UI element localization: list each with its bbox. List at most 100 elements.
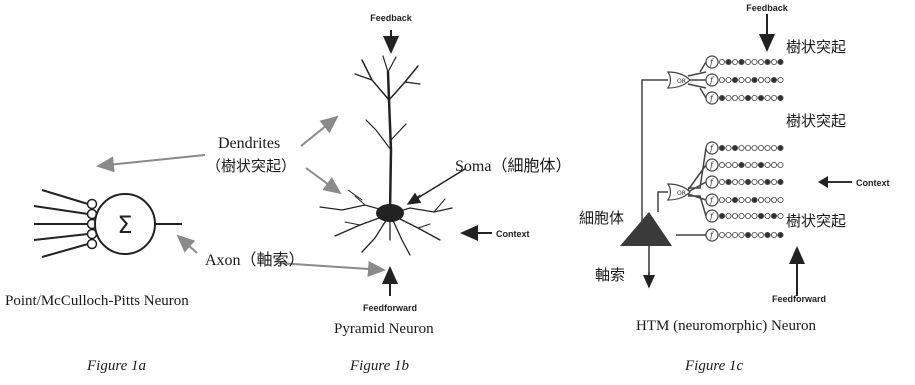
- synapse-dot: [732, 59, 739, 66]
- synapse-dot: [745, 77, 752, 84]
- threshold-glyph: f: [709, 58, 715, 67]
- or-gate-icon: [666, 183, 691, 201]
- synapse-dot: [732, 178, 739, 185]
- dendrite-label-top: 樹状突起: [786, 40, 847, 56]
- synapse-dot: [777, 231, 784, 238]
- synapse-dot: [758, 196, 765, 203]
- threshold-glyph: f: [709, 94, 715, 103]
- synapse-dot: [764, 77, 771, 84]
- synapse-dot: [771, 196, 778, 203]
- synapse-dot: [777, 196, 784, 203]
- synapse-dot: [771, 95, 778, 102]
- feedforward-label-1b: Feedforward: [363, 303, 417, 313]
- synapse-dot: [745, 178, 752, 185]
- synapse-dot: [732, 95, 739, 102]
- synapse-dot: [777, 161, 784, 168]
- synapse-dot: [771, 212, 778, 219]
- synapse-dot: [751, 231, 758, 238]
- synapse-dot: [738, 161, 745, 168]
- synapse-dot: [777, 178, 784, 185]
- synapse-dot: [764, 196, 771, 203]
- synapse-dot: [751, 196, 758, 203]
- synapse-dot: [725, 161, 732, 168]
- synapse-dot: [758, 212, 765, 219]
- synapse-dot: [732, 212, 739, 219]
- synapse-dot: [719, 161, 726, 168]
- synapse-dot: [725, 95, 732, 102]
- synapse-dot: [751, 161, 758, 168]
- htm-axon-label: 軸索: [595, 268, 626, 284]
- synapse-dot: [771, 161, 778, 168]
- synapse-dot: [764, 178, 771, 185]
- synapse-dot: [732, 161, 739, 168]
- context-label-1b: Context: [496, 229, 530, 239]
- segment-row: f: [705, 141, 784, 155]
- segment-row: f: [705, 175, 784, 189]
- synapse-dot: [758, 178, 765, 185]
- synapse-icon: [86, 198, 98, 210]
- synapse-dot: [751, 178, 758, 185]
- synapse-dot: [771, 77, 778, 84]
- synapse-dot: [719, 77, 726, 84]
- feedback-label-1c: Feedback: [746, 3, 789, 13]
- threshold-glyph: f: [709, 178, 715, 187]
- synapse-dot: [758, 161, 765, 168]
- feedback-label-1b: Feedback: [370, 13, 413, 23]
- synapse-dot: [725, 77, 732, 84]
- synapse-dot: [771, 59, 778, 66]
- or-gate-icon: [666, 71, 691, 89]
- segment-row: f: [705, 55, 784, 69]
- synapse-dot: [725, 212, 732, 219]
- synapse-dot: [745, 59, 752, 66]
- threshold-glyph: f: [709, 76, 715, 85]
- segment-row: f: [705, 158, 784, 172]
- synapse-dot: [777, 144, 784, 151]
- synapse-dot: [745, 95, 752, 102]
- synapse-dot: [725, 231, 732, 238]
- synapse-dot: [725, 144, 732, 151]
- feedforward-label-1c: Feedforward: [772, 294, 826, 304]
- synapse-dot: [777, 95, 784, 102]
- synapse-icon: [86, 238, 98, 250]
- dendrite-label-low: 樹状突起: [786, 214, 847, 230]
- synapse-dot: [745, 196, 752, 203]
- threshold-glyph: f: [709, 144, 715, 153]
- caption-1a: Point/McCulloch-Pitts Neuron: [5, 293, 189, 309]
- synapse-dot: [751, 212, 758, 219]
- caption-1b: Pyramid Neuron: [334, 321, 434, 337]
- htm-soma-label: 細胞体: [579, 211, 625, 227]
- figure-label-1a: Figure 1a: [87, 358, 147, 374]
- synapse-dot: [745, 231, 752, 238]
- synapse-dot: [777, 77, 784, 84]
- synapse-dot: [738, 196, 745, 203]
- threshold-glyph: f: [709, 231, 715, 240]
- synapse-dot: [745, 161, 752, 168]
- synapse-dot: [745, 212, 752, 219]
- figure-label-1c: Figure 1c: [685, 358, 744, 374]
- synapse-dot: [719, 95, 726, 102]
- synapse-dot: [738, 59, 745, 66]
- synapse-dot: [719, 59, 726, 66]
- synapse-dot: [738, 77, 745, 84]
- soma-body: [376, 204, 404, 222]
- svg-text:OR: OR: [677, 78, 686, 85]
- synapse-dot: [719, 196, 726, 203]
- synapse-dot: [738, 231, 745, 238]
- pyramid-neuron: [319, 55, 453, 256]
- dendrites-jp-label: （樹状突起）: [206, 159, 297, 175]
- synapse-dot: [732, 196, 739, 203]
- synapse-dot: [764, 95, 771, 102]
- synapse-dot: [777, 212, 784, 219]
- caption-1c: HTM (neuromorphic) Neuron: [636, 318, 816, 334]
- segment-row: f: [705, 91, 784, 105]
- synapse-dot: [758, 231, 765, 238]
- synapse-dot: [758, 77, 765, 84]
- synapse-dot: [738, 212, 745, 219]
- htm-soma-triangle: [620, 212, 672, 246]
- synapse-dot: [764, 231, 771, 238]
- synapse-dot: [751, 144, 758, 151]
- synapse-dot: [738, 144, 745, 151]
- synapse-dot: [764, 144, 771, 151]
- synapse-dot: [719, 178, 726, 185]
